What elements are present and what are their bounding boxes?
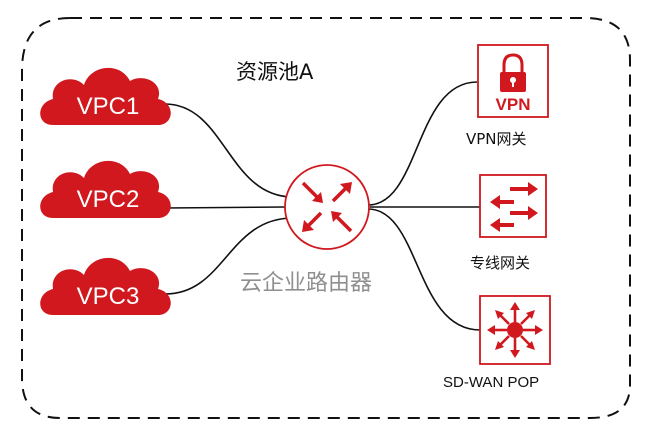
star-arrows-icon — [487, 302, 543, 358]
line-gateway-icon — [479, 174, 547, 238]
vpc-label-1: VPC1 — [77, 93, 140, 120]
resource-pool-boundary — [21, 17, 631, 419]
sdwan-pop-icon — [479, 295, 551, 365]
link-router-vpn — [367, 81, 478, 206]
vpn-badge-text: VPN — [496, 95, 531, 114]
vpn-gateway-label: VPN网关 — [466, 130, 527, 148]
vpn-gateway-icon: VPN — [477, 44, 549, 118]
padlock-icon — [500, 53, 526, 92]
router-arrows-icon — [301, 181, 353, 233]
cloud-enterprise-router — [284, 164, 370, 250]
swap-arrows-icon — [490, 182, 538, 232]
link-vpc1-router — [164, 103, 294, 198]
resource-pool-title: 资源池A — [236, 60, 314, 84]
vpc-cloud-3: VPC3 — [40, 257, 171, 315]
line-gateway-label: 专线网关 — [470, 254, 531, 272]
vpc-label-3: VPC3 — [77, 283, 140, 310]
link-vpc2-router — [164, 206, 286, 209]
vpc-cloud-2: VPC2 — [40, 160, 171, 218]
link-vpc3-router — [164, 217, 294, 295]
vpc-label-2: VPC2 — [77, 186, 140, 213]
sdwan-pop-label: SD-WAN POP — [443, 374, 540, 391]
router-label: 云企业路由器 — [240, 271, 373, 296]
link-router-sdwan — [367, 208, 481, 331]
vpc-cloud-1: VPC1 — [40, 67, 171, 125]
connection-lines — [164, 81, 481, 331]
